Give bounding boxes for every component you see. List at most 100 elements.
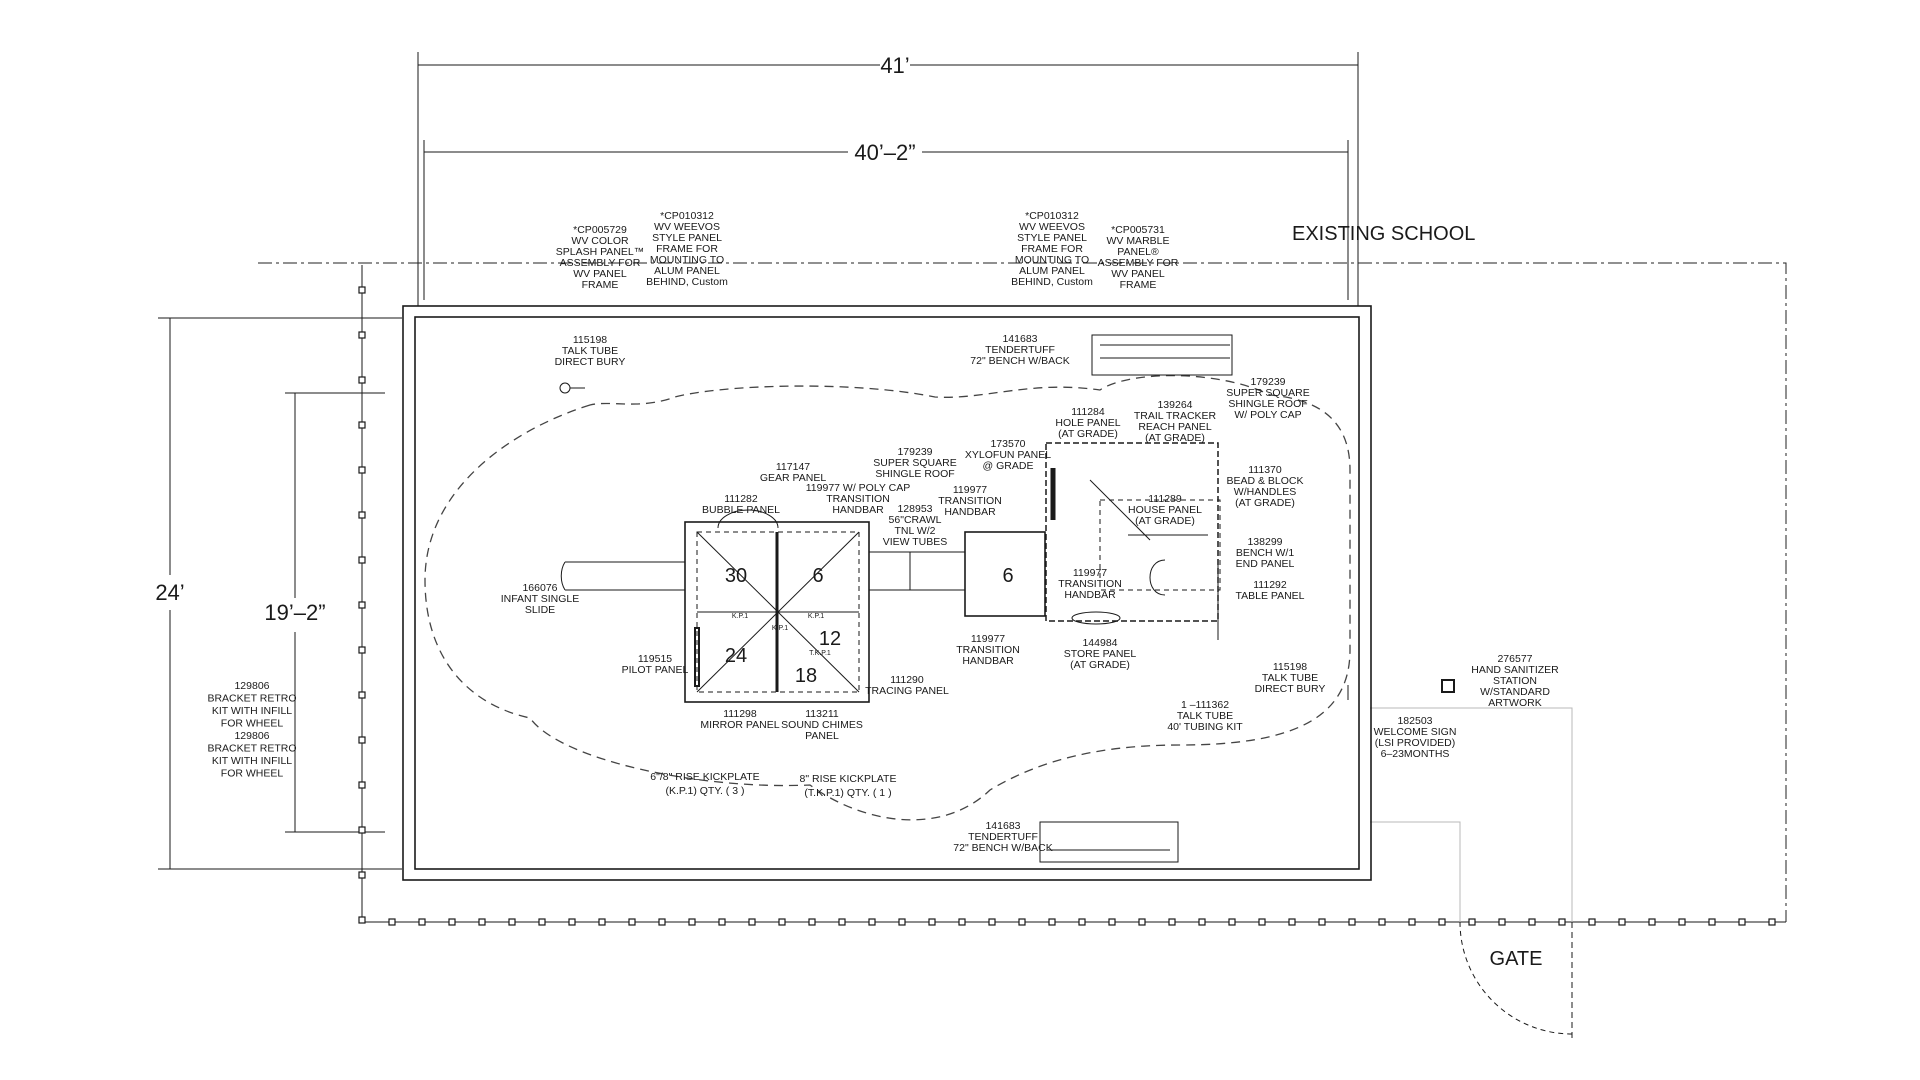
label-line: INFANT SINGLE (501, 593, 580, 605)
label-line: 117147 (776, 461, 810, 473)
label-line: (AT GRADE) (1135, 515, 1195, 527)
safety-surface-outer (402, 305, 1372, 881)
school-boundary-line (258, 262, 1787, 922)
label-line: FOR WHEEL (221, 718, 284, 730)
gate: GATE (1370, 707, 1573, 1040)
talk-tube-top (559, 382, 585, 394)
label-line: W/ POLY CAP (1234, 409, 1301, 421)
fence-post (1048, 918, 1056, 926)
label-kickplate-8: 8" RISE KICKPLATE(T.K.P.1) QTY. ( 1 ) (800, 773, 897, 799)
label-line: 129806 (234, 680, 269, 692)
label-line: 111292 (1253, 579, 1287, 591)
label-line: *CP005731 (1111, 224, 1165, 236)
fence-post (898, 918, 906, 926)
dimension-width-outer: 41’ (417, 52, 1359, 306)
label-line: 111284 (1071, 406, 1105, 418)
label-line: WV PANEL (573, 268, 627, 280)
fence-post (358, 691, 366, 699)
label-line: MOUNTING TO (650, 254, 724, 266)
label-line: FRAME FOR (656, 243, 718, 255)
use-zone-boundary (424, 374, 1351, 821)
label-line: GEAR PANEL (760, 472, 826, 484)
label-line: (K.P.1) QTY. ( 3 ) (666, 785, 745, 797)
label-line: STYLE PANEL (652, 232, 722, 244)
fence-post (1078, 918, 1086, 926)
depth-inner-label: 19’–2” (264, 600, 325, 625)
label-line: SUPER SQUARE (1226, 387, 1309, 399)
fence-post (358, 331, 366, 339)
fence-post (718, 918, 726, 926)
label-line: HANDBAR (1064, 589, 1116, 601)
label-line: FRAME (582, 279, 619, 291)
fence-post (1168, 918, 1176, 926)
gate-label: GATE (1490, 948, 1543, 970)
label-line: 72" BENCH W/BACK (953, 842, 1052, 854)
fence-post (358, 511, 366, 519)
fence-post (1588, 918, 1596, 926)
fence-post (778, 918, 786, 926)
label-line: HOLE PANEL (1055, 417, 1120, 429)
dimension-depth-inner: 19’–2” (264, 392, 385, 833)
play-structure-right-deck (964, 531, 1046, 617)
fence-post (1378, 918, 1386, 926)
label-line: END PANEL (1236, 558, 1295, 570)
label-line: ALUM PANEL (1019, 265, 1085, 277)
fence-post (1108, 918, 1116, 926)
fence-post (358, 736, 366, 744)
fence-post (358, 646, 366, 654)
label-line: 113211 (805, 708, 839, 720)
label-line: SHINGLE ROOF (1228, 398, 1307, 410)
label-line: SLIDE (525, 604, 555, 616)
fence-post (568, 918, 576, 926)
width-outer-label: 41’ (880, 53, 909, 78)
fence-post (1318, 918, 1326, 926)
fence-post (358, 601, 366, 609)
crawl-tunnel (869, 551, 965, 591)
label-line: WV WEEVOS (1019, 221, 1085, 233)
label-line: TRANSITION (956, 644, 1020, 656)
label-line: 111282 (724, 493, 758, 505)
fence-post (928, 918, 936, 926)
label-line: SUPER SQUARE (873, 457, 956, 469)
label-line: HANDBAR (944, 506, 996, 518)
bench-top (1091, 334, 1233, 376)
label-line: TRANSITION (1058, 578, 1122, 590)
label-line: HANDBAR (962, 655, 1014, 667)
label-line: TALK TUBE (1177, 710, 1233, 722)
label-line: STORE PANEL (1064, 648, 1137, 660)
label-line: PANEL (805, 730, 839, 742)
label-line: 111370 (1248, 464, 1282, 476)
fence-post (358, 376, 366, 384)
fence-post (838, 918, 846, 926)
fence-post (1678, 918, 1686, 926)
fence-post (1498, 918, 1506, 926)
fence-post (868, 918, 876, 926)
fence-post (358, 556, 366, 564)
label-line: 119977 (953, 484, 987, 496)
fence-post (1198, 918, 1206, 926)
label-line: 72" BENCH W/BACK (970, 355, 1069, 367)
kickplate-mark-4: T.K.P.1 (809, 650, 831, 657)
label-line: 179239 (897, 446, 932, 458)
hand-sanitizer-station (1441, 679, 1455, 693)
label-line: REACH PANEL (1138, 421, 1211, 433)
label-line: 166076 (522, 582, 557, 594)
fence-post (988, 918, 996, 926)
fence-post (1528, 918, 1536, 926)
fence-posts (358, 286, 1776, 926)
label-line: 119977 (971, 633, 1005, 645)
label-line: WV MARBLE (1106, 235, 1169, 247)
label-line: W/HANDLES (1234, 486, 1296, 498)
label-line: STATION (1493, 675, 1537, 687)
deck-height-12: 12 (819, 628, 841, 650)
label-line: FOR WHEEL (221, 768, 284, 780)
